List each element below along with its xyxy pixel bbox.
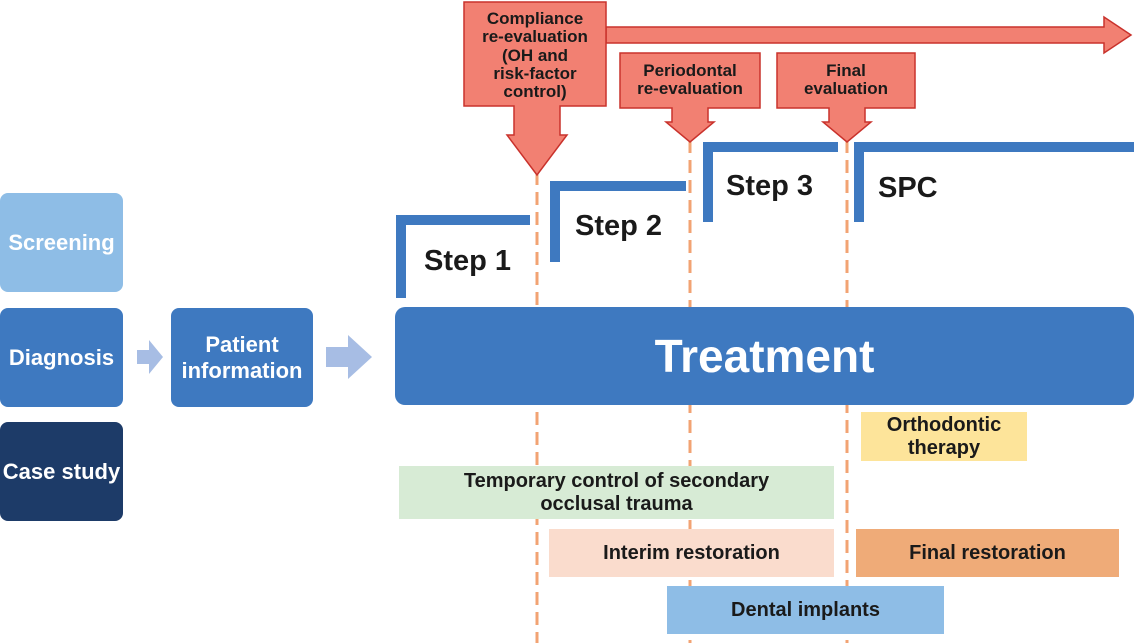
dental-implants-bar: Dental implants (667, 586, 944, 634)
spc-bracket (854, 142, 1134, 222)
treatment-bar: Treatment (395, 307, 1134, 405)
step1-bracket (396, 215, 530, 298)
final-restoration-label: Final restoration (909, 541, 1066, 564)
screening-box: Screening (0, 193, 123, 292)
step3-bracket (703, 142, 838, 222)
interim-restoration-label: Interim restoration (603, 541, 780, 564)
dental-implants-label: Dental implants (731, 598, 880, 621)
step2-bracket (550, 181, 686, 262)
callout-compliance-label: Compliance re-evaluation (OH and risk-fa… (482, 9, 588, 102)
arrow-patient-to-treatment-icon (326, 335, 372, 379)
patient-information-box: Patient information (171, 308, 313, 407)
diagnosis-box: Diagnosis (0, 308, 123, 407)
case-study-box: Case study (0, 422, 123, 521)
step2-label: Step 2 (575, 210, 663, 242)
callout-periodontal-label: Periodontal re-evaluation (637, 61, 743, 99)
arrow-diagnosis-to-patient-icon (137, 340, 163, 374)
patient-information-label: Patient information (181, 332, 303, 383)
callout-final-evaluation-label: Final evaluation (803, 61, 889, 99)
treatment-label: Treatment (654, 329, 875, 382)
temporary-control-label: Temporary control of secondary occlusal … (463, 469, 770, 515)
callout-final-evaluation-shape (776, 52, 916, 143)
diagnosis-label: Diagnosis (8, 344, 115, 370)
interim-restoration-bar: Interim restoration (549, 529, 834, 577)
temporary-control-bar: Temporary control of secondary occlusal … (399, 466, 834, 519)
step3-label: Step 3 (726, 170, 814, 202)
orthodontic-therapy-bar: Orthodontic therapy (861, 412, 1027, 461)
orthodontic-therapy-label: Orthodontic therapy (886, 413, 1002, 459)
callout-compliance-shape (463, 1, 607, 177)
case-study-label: Case study (2, 458, 121, 484)
callout-periodontal-shape (619, 52, 761, 143)
spc-label: SPC (878, 172, 938, 204)
step1-label: Step 1 (424, 245, 512, 277)
timeline-arrow-icon (605, 15, 1133, 55)
final-restoration-bar: Final restoration (856, 529, 1119, 577)
screening-label: Screening (8, 229, 115, 255)
